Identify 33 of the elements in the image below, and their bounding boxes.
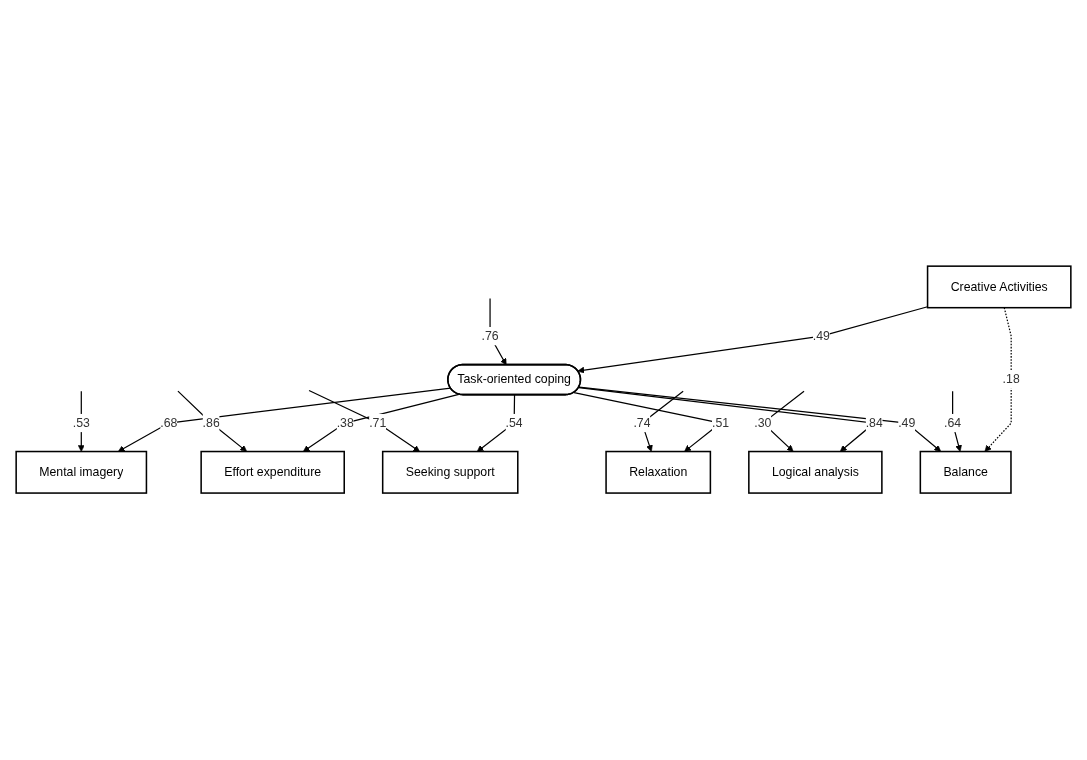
edge-label: .71 xyxy=(369,416,387,430)
edge-label: .54 xyxy=(505,416,523,430)
edge-label: .68 xyxy=(160,416,178,430)
node-box: Mental imagery xyxy=(15,451,148,495)
edge-label: .38 xyxy=(336,416,354,430)
arrow xyxy=(308,390,420,453)
node-box: Creative Activities xyxy=(926,265,1072,309)
node-box: Seeking support xyxy=(381,451,519,495)
edge-label: .18 xyxy=(1002,373,1020,387)
edge-label: .49 xyxy=(812,329,830,343)
arrow xyxy=(476,394,516,453)
node-box: Logical analysis xyxy=(748,451,883,495)
edge-label: .64 xyxy=(944,416,962,430)
arrow xyxy=(984,307,1012,453)
arrow xyxy=(489,298,507,366)
edge-label: .76 xyxy=(481,329,499,343)
edge-label: .53 xyxy=(72,416,90,430)
edge-label: .74 xyxy=(633,416,651,430)
edge-label: .84 xyxy=(865,416,883,430)
arrow xyxy=(952,390,962,453)
node-box: Relaxation xyxy=(605,451,712,495)
edge-label: .30 xyxy=(754,416,772,430)
node-box: Effort expenditure xyxy=(200,451,345,495)
edge-label: .86 xyxy=(202,416,220,430)
arrow xyxy=(77,390,85,453)
arrow xyxy=(117,387,452,453)
arrow xyxy=(577,306,929,374)
edge-label: .49 xyxy=(898,416,916,430)
arrow xyxy=(303,394,460,453)
arrow xyxy=(177,390,248,453)
arrow xyxy=(578,386,942,453)
node-box: Balance xyxy=(919,451,1012,495)
edge-label: .51 xyxy=(711,416,730,430)
